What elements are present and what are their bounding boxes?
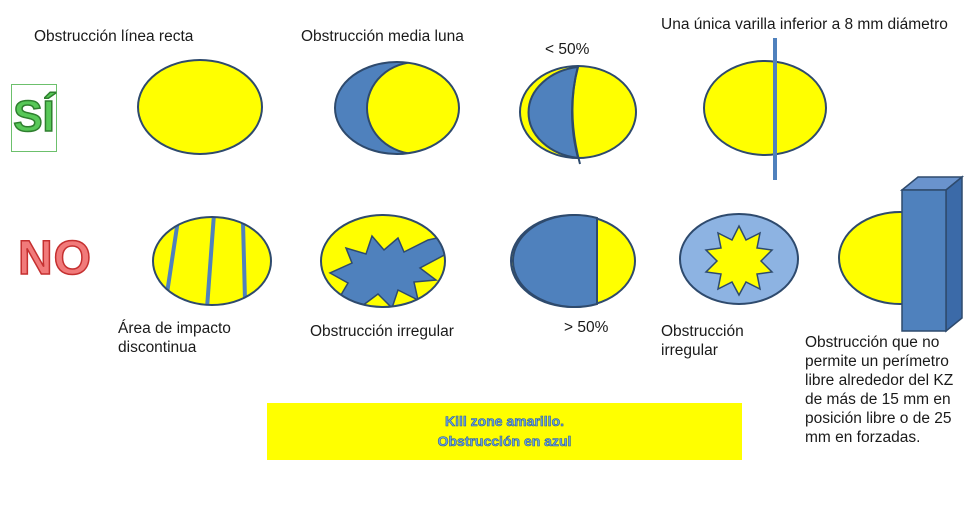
no-perimeter-diagram (838, 175, 965, 333)
yes-marker: SÍ (11, 84, 57, 152)
label-no-perimeter: Obstrucción que no permite un perímetro … (805, 334, 954, 446)
discontinuous-diagram (152, 216, 272, 306)
label-more-50: > 50% (564, 319, 609, 336)
label-half-moon: Obstrucción media luna (301, 28, 464, 45)
legend-box: Kill zone amarillo. Obstrucción en azul (267, 403, 742, 460)
less-50-diagram (519, 65, 637, 165)
irregular-diagram-1 (320, 214, 446, 308)
legend-line-2: Obstrucción en azul (437, 433, 572, 450)
legend-line-1: Kill zone amarillo. (444, 413, 565, 430)
irregular-diagram-2 (679, 213, 799, 305)
kill-zone-circle-straight (137, 59, 263, 155)
obstruction-block-side (945, 175, 963, 333)
more-50-diagram (510, 214, 636, 308)
label-single-rod: Una única varilla inferior a 8 mm diámet… (661, 16, 948, 33)
label-less-50: < 50% (545, 41, 590, 58)
label-straight-line: Obstrucción línea recta (34, 28, 194, 45)
label-discontinuous: Área de impacto discontinua (118, 320, 231, 356)
half-moon-diagram (335, 62, 459, 154)
label-irregular-1: Obstrucción irregular (310, 323, 454, 340)
obstruction-block-front (901, 189, 947, 332)
single-rod-diagram (703, 38, 827, 180)
yes-label: SÍ (12, 91, 55, 142)
label-irregular-2: Obstrucción irregular (661, 323, 744, 359)
no-label: NO (17, 232, 92, 285)
half-moon-outline (334, 61, 460, 155)
